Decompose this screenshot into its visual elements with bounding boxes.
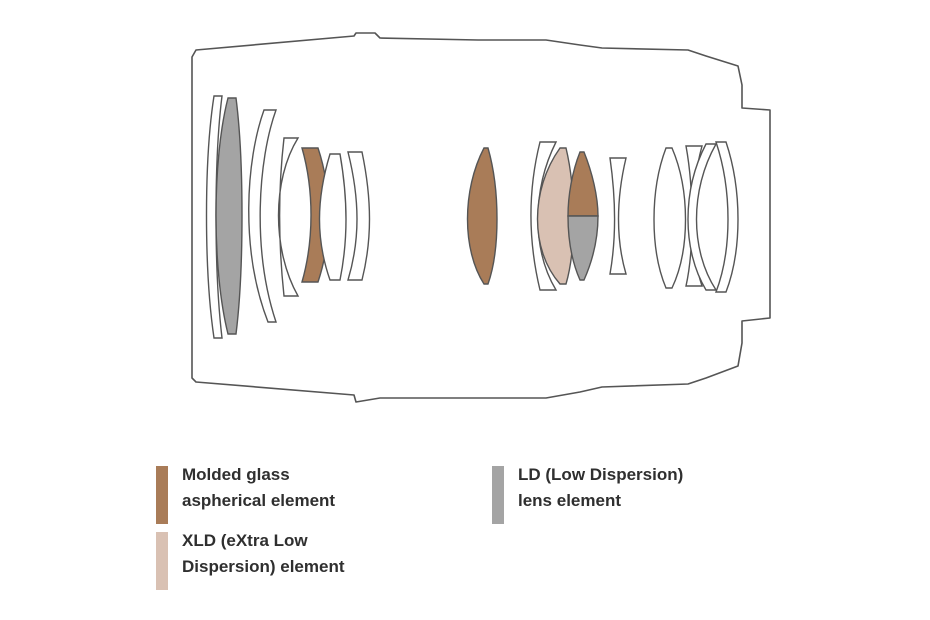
lens-element-7 <box>347 151 371 281</box>
lens-element-2-ld <box>215 97 243 335</box>
legend-swatch-ld <box>492 466 504 524</box>
lens-element-13 <box>653 147 687 289</box>
legend-label-line: XLD (eXtra Low <box>182 531 308 550</box>
legend-swatch-xld <box>156 532 168 590</box>
lens-element-12 <box>609 157 627 275</box>
legend-label-molded-aspherical: Molded glass aspherical element <box>182 462 335 514</box>
legend-label-ld: LD (Low Dispersion) lens element <box>518 462 683 514</box>
lens-element-1 <box>205 95 223 339</box>
lens-element-3 <box>248 109 277 323</box>
legend-item-molded-aspherical: Molded glass aspherical element <box>156 465 335 524</box>
lens-element-6 <box>318 153 347 281</box>
lens-cross-section-diagram <box>191 32 771 403</box>
legend-swatch-molded-aspherical <box>156 466 168 524</box>
lens-element-8-molded-aspherical <box>466 147 498 285</box>
lens-element-15 <box>687 143 718 291</box>
lens-element-11-ld <box>567 215 599 281</box>
lens-element-16 <box>714 141 739 293</box>
lens-barrel-outline <box>191 32 771 403</box>
legend-item-xld: XLD (eXtra Low Dispersion) element <box>156 531 345 590</box>
legend-label-line: lens element <box>518 491 621 510</box>
legend-label-line: Molded glass <box>182 465 290 484</box>
legend-label-line: aspherical element <box>182 491 336 510</box>
legend-item-ld: LD (Low Dispersion) lens element <box>492 465 683 524</box>
lens-element-9 <box>530 141 558 291</box>
legend-label-line: LD (Low Dispersion) <box>518 465 684 484</box>
legend-label-xld: XLD (eXtra Low Dispersion) element <box>182 528 345 580</box>
legend-label-line: Dispersion) element <box>182 557 345 576</box>
lens-element-4 <box>277 137 300 297</box>
lens-element-11-molded-aspherical <box>567 151 599 217</box>
